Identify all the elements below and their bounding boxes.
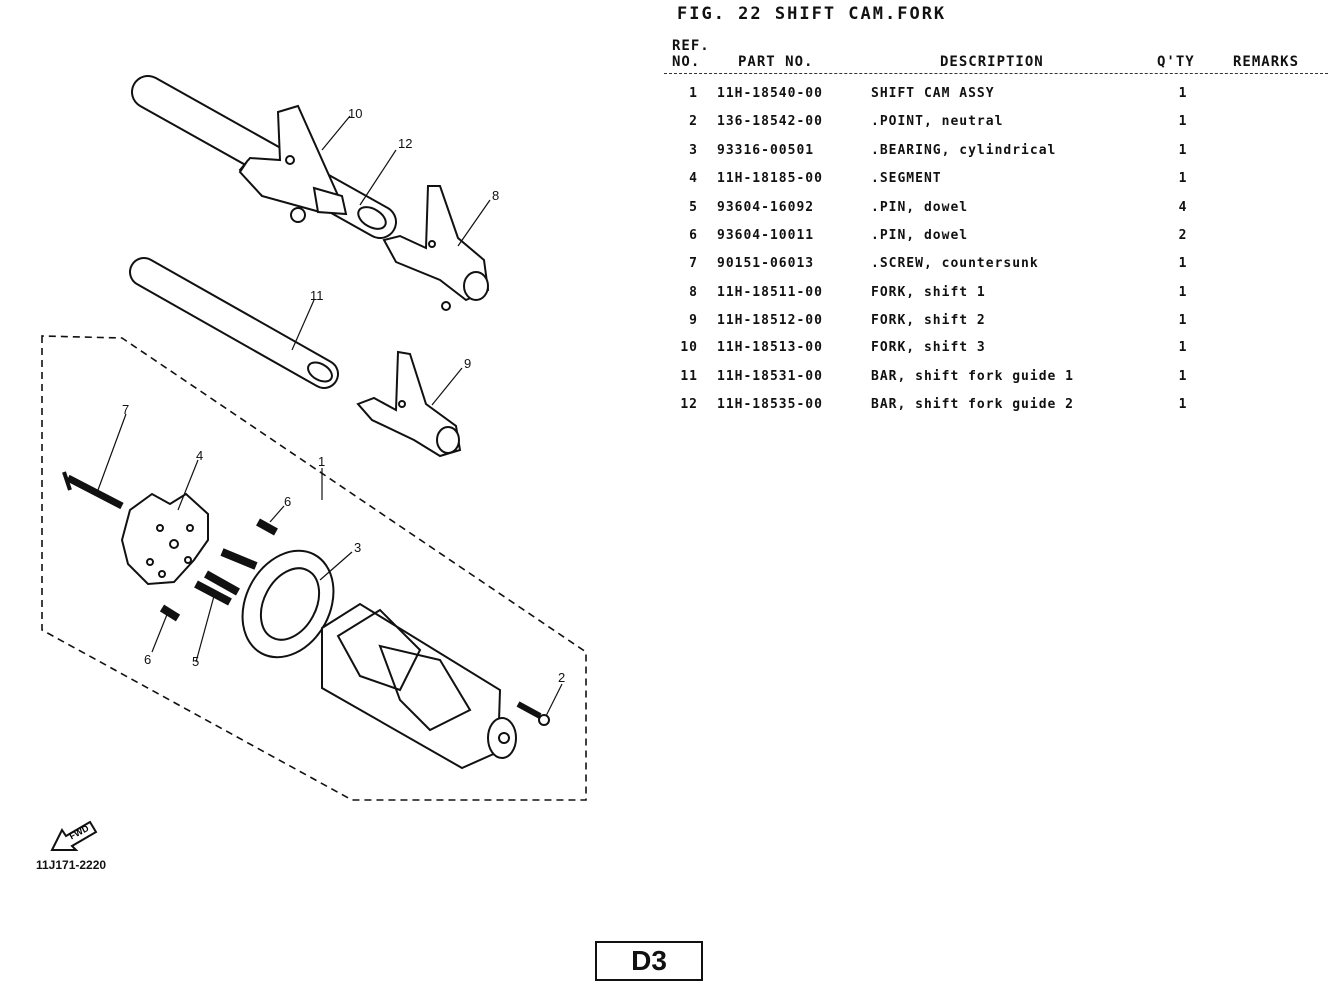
figure-title: FIG. 22 SHIFT CAM.FORK: [677, 4, 947, 24]
callout-1: 1: [318, 454, 325, 469]
fwd-arrow-icon: FWD: [50, 820, 98, 851]
exploded-diagram: 10 12 8 11 9 7 4 1 6 3 6 5 2: [41, 75, 587, 801]
segment-4: [120, 492, 209, 586]
shift-fork-8: [382, 185, 490, 311]
header-qty: Q'TY: [1157, 54, 1195, 70]
dowel-pins: [159, 518, 278, 622]
header-part-no: PART NO.: [738, 54, 814, 70]
guide-bar-11: [129, 257, 339, 389]
callout-6b: 6: [144, 652, 151, 667]
callout-10: 10: [348, 106, 362, 121]
shift-fork-10: [238, 104, 348, 223]
callout-8: 8: [492, 188, 499, 203]
shift-cam-drum: [321, 602, 517, 770]
callout-9: 9: [464, 356, 471, 371]
header-ref-line2: NO.: [672, 54, 701, 70]
callout-6a: 6: [284, 494, 291, 509]
header-divider: [664, 73, 1328, 74]
shift-fork-9: [356, 350, 462, 458]
callout-3: 3: [354, 540, 361, 555]
callout-7: 7: [122, 402, 129, 417]
model-code: 11J171-2220: [36, 858, 107, 872]
neutral-point-2: [516, 701, 550, 726]
callout-5: 5: [192, 654, 199, 669]
callout-4: 4: [196, 448, 203, 463]
header-description: DESCRIPTION: [940, 54, 1044, 70]
assembly-boundary: [41, 335, 587, 801]
callout-2: 2: [558, 670, 565, 685]
table-header: REF. NO. PART NO. DESCRIPTION Q'TY REMAR…: [668, 38, 1328, 74]
header-remarks: REMARKS: [1233, 54, 1300, 70]
callout-12: 12: [398, 136, 412, 151]
bearing-3: [241, 549, 335, 659]
callout-11: 11: [310, 288, 324, 303]
page-number: D3: [595, 941, 703, 981]
header-ref-line1: REF.: [672, 38, 710, 54]
screw-7: [62, 471, 124, 510]
